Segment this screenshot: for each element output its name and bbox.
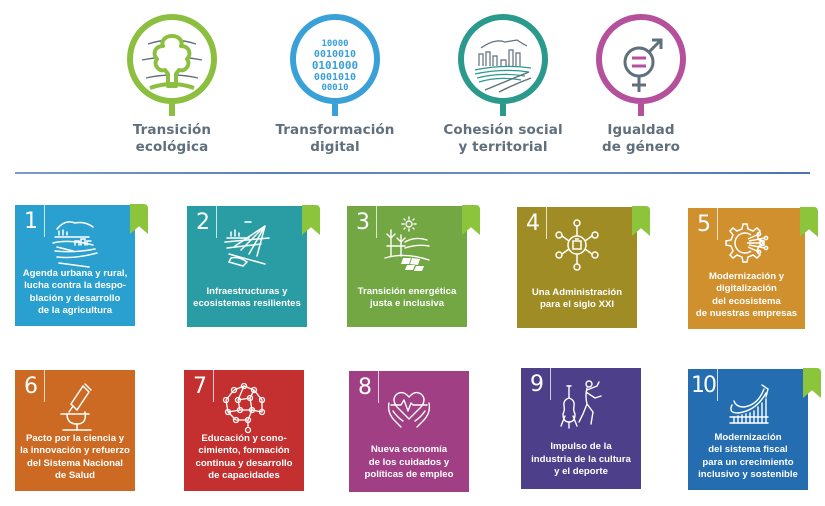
policy-tile-7[interactable]: 7 Educación y cono-cimiento, formación c… — [184, 370, 304, 491]
pillar-label-line: ecológica — [135, 139, 209, 155]
svg-text:10000: 10000 — [321, 39, 348, 49]
heart-hands-icon — [387, 391, 431, 428]
pillar-ring — [290, 14, 380, 104]
number-separator — [378, 371, 379, 403]
pillar-label: Cohesión social y territorial — [423, 122, 583, 156]
bookmark-ribbon-icon — [800, 207, 818, 237]
bookmark-ribbon-icon — [302, 205, 320, 235]
svg-text:0101000: 0101000 — [312, 59, 358, 72]
gender-equality-icon — [623, 38, 663, 92]
number-separator — [550, 368, 551, 400]
number-separator — [44, 205, 45, 237]
bookmark-ribbon-icon — [130, 204, 148, 234]
pillar-ring — [127, 14, 217, 104]
microscope-icon — [60, 383, 92, 431]
bookmark-ribbon-icon — [803, 368, 821, 398]
svg-text:0001010: 0001010 — [314, 72, 356, 83]
policy-number: 4 — [526, 211, 540, 236]
pillar-label-line: y territorial — [458, 139, 548, 155]
number-separator — [216, 206, 217, 238]
policy-number: 8 — [358, 375, 372, 400]
number-separator — [717, 208, 718, 240]
policy-title: Agenda urbana y rural,lucha contra la de… — [22, 267, 128, 317]
renewable-energy-icon — [384, 216, 430, 271]
gear-digital-icon — [724, 223, 768, 263]
policy-number: 2 — [196, 210, 210, 235]
violin-athlete-icon — [560, 380, 602, 429]
policy-number: 1 — [24, 209, 38, 234]
pillar-label: Igualdad de género — [561, 122, 721, 156]
binary-globe-icon: 10000 0010010 0101000 0001010 00010 — [312, 39, 358, 93]
policy-title: Educación y cono-cimiento, formación con… — [195, 432, 293, 482]
policy-number: 6 — [24, 374, 38, 399]
brain-network-icon — [222, 382, 266, 434]
svg-text:0010010: 0010010 — [314, 49, 356, 60]
pillar-label: Transformación digital — [255, 122, 415, 156]
tree-globe-icon — [141, 34, 203, 90]
number-separator — [717, 369, 718, 401]
bridge-train-icon — [224, 221, 270, 267]
policy-number: 10 — [691, 373, 717, 398]
pillar-ring — [458, 14, 548, 104]
network-admin-icon — [555, 219, 599, 271]
number-separator — [546, 207, 547, 239]
rural-landscape-icon — [52, 221, 98, 268]
policy-tile-1[interactable]: 1 Agenda urbana y rural,lucha contra la … — [15, 204, 148, 326]
pillar-label-line: Cohesión social — [443, 122, 563, 138]
policy-number: 5 — [697, 212, 711, 237]
policy-number: 3 — [356, 210, 370, 235]
growth-chart-icon — [729, 384, 769, 424]
pillar-label-line: Transformación — [275, 122, 395, 138]
pillar-label-line: Transición — [132, 122, 212, 138]
pillar-stem — [638, 104, 644, 116]
number-separator — [376, 206, 377, 238]
section-divider — [15, 172, 810, 174]
policy-number: 7 — [193, 374, 207, 399]
number-separator — [213, 370, 214, 402]
number-separator — [44, 370, 45, 402]
svg-text:00010: 00010 — [321, 83, 348, 93]
pillar-label: Transición ecológica — [92, 122, 252, 156]
bookmark-ribbon-icon — [462, 205, 480, 235]
pillar-stem — [332, 104, 338, 116]
policy-number: 9 — [530, 372, 544, 397]
pillar-label-line: digital — [310, 139, 360, 155]
city-landscape-icon — [474, 39, 532, 93]
pillar-label-line: Igualdad — [607, 122, 675, 138]
pillar-stem — [500, 104, 506, 116]
pillar-stem — [169, 104, 175, 116]
pillar-label-line: de género — [602, 139, 680, 155]
bookmark-ribbon-icon — [632, 206, 650, 236]
